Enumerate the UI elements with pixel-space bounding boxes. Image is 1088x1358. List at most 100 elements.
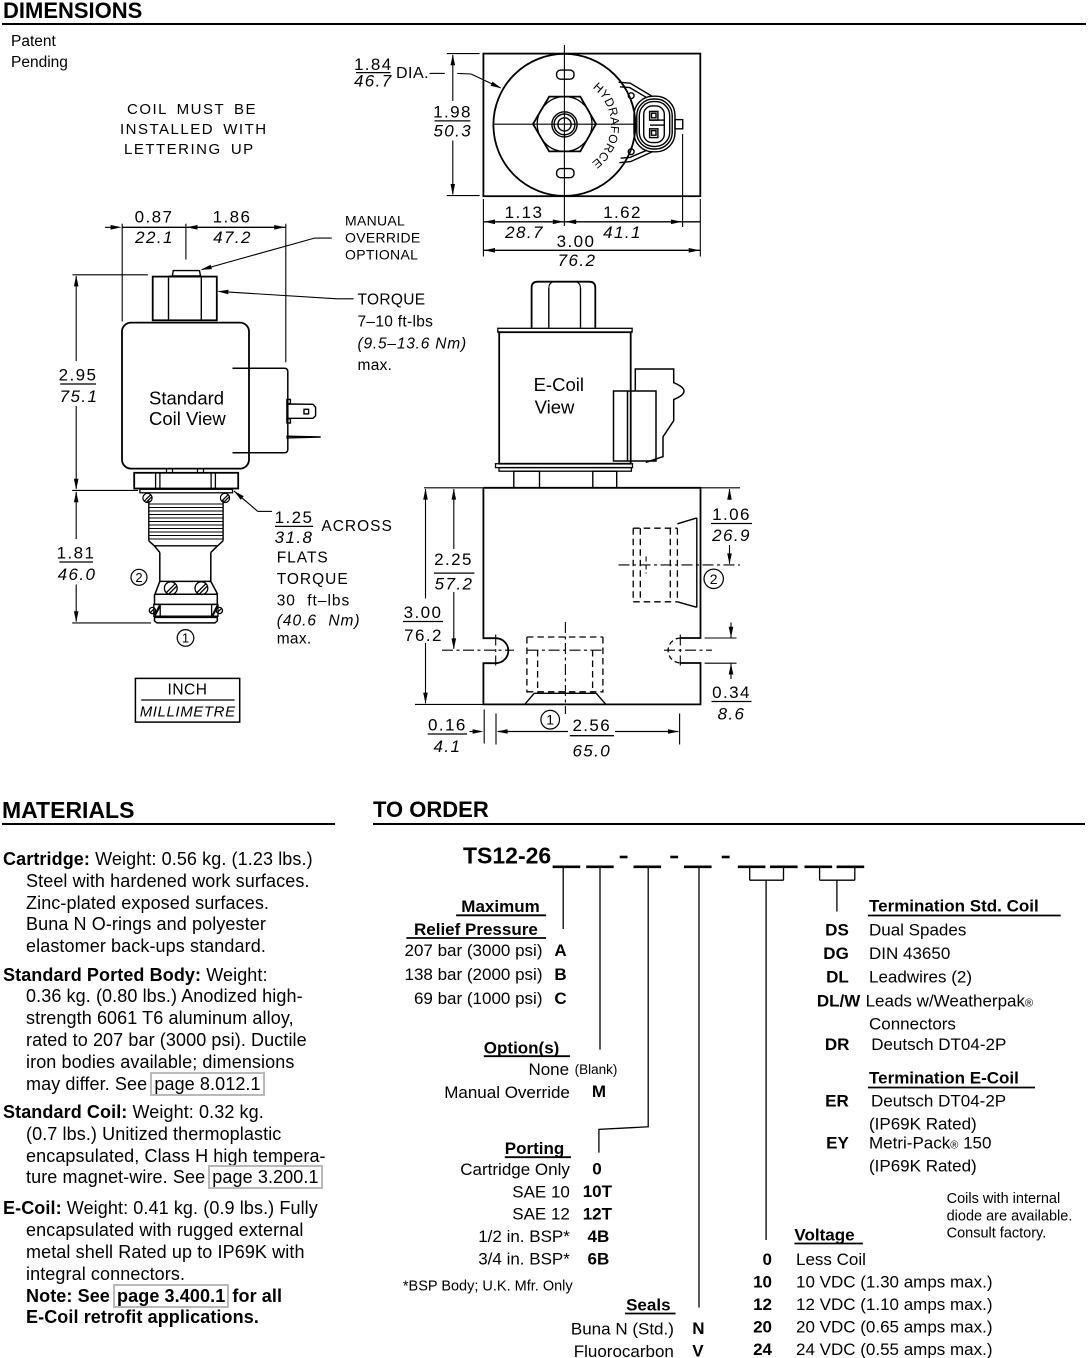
svg-text:57.2: 57.2	[435, 575, 474, 594]
svg-text:1.86: 1.86	[213, 207, 252, 226]
svg-text:1.98: 1.98	[433, 103, 472, 122]
svg-text:69 bar (1000 psi): 69 bar (1000 psi)	[414, 989, 543, 1008]
svg-text:INSTALLED WITH: INSTALLED WITH	[120, 121, 268, 138]
svg-text:Connectors: Connectors	[869, 1015, 956, 1034]
svg-text:4B: 4B	[588, 1227, 610, 1246]
svg-text:12 VDC (1.10 amps max.): 12 VDC (1.10 amps max.)	[796, 1295, 993, 1314]
svg-text:1/2 in. BSP*: 1/2 in. BSP*	[478, 1227, 570, 1246]
svg-text:22.1: 22.1	[134, 228, 174, 247]
svg-text:207 bar (3000 psi): 207 bar (3000 psi)	[405, 941, 543, 960]
svg-text:MANUAL: MANUAL	[345, 213, 405, 229]
svg-text:diode are available.: diode are available.	[947, 1209, 1073, 1225]
svg-text:8.6: 8.6	[718, 705, 746, 724]
svg-text:3.00: 3.00	[557, 232, 596, 251]
svg-text:Leadwires (2): Leadwires (2)	[869, 968, 972, 987]
svg-text:DR: DR	[825, 1035, 850, 1054]
svg-text:E-Coil: E-Coil	[534, 374, 584, 395]
svg-text:10: 10	[753, 1273, 772, 1292]
svg-text:ACROSS: ACROSS	[321, 518, 392, 535]
svg-text:1.62: 1.62	[603, 203, 642, 222]
svg-text:Deutsch DT04-2P: Deutsch DT04-2P	[871, 1092, 1006, 1111]
svg-text:10 VDC (1.30 amps max.): 10 VDC (1.30 amps max.)	[796, 1273, 993, 1292]
svg-text:30 ft–lbs: 30 ft–lbs	[277, 593, 351, 610]
svg-text:MILLIMETRE: MILLIMETRE	[140, 704, 236, 721]
svg-text:Fluorocarbon: Fluorocarbon	[574, 1342, 674, 1358]
svg-text:2: 2	[135, 570, 142, 585]
svg-text:4.1: 4.1	[433, 737, 461, 756]
svg-text:OPTIONAL: OPTIONAL	[345, 247, 418, 263]
svg-text:3.00: 3.00	[404, 603, 443, 622]
svg-text:DL/W: DL/W	[817, 991, 861, 1010]
svg-text:28.7: 28.7	[504, 223, 544, 242]
svg-text:0: 0	[592, 1160, 601, 1179]
svg-text:76.2: 76.2	[404, 626, 443, 645]
svg-text:1.13: 1.13	[505, 203, 544, 222]
svg-text:Dual Spades: Dual Spades	[869, 921, 966, 940]
svg-text:SAE 12: SAE 12	[512, 1205, 570, 1224]
svg-text:FLATS: FLATS	[277, 550, 329, 567]
svg-text:B: B	[554, 965, 566, 984]
svg-text:6B: 6B	[588, 1250, 610, 1269]
svg-text:47.2: 47.2	[213, 228, 252, 247]
svg-text:Less Coil: Less Coil	[796, 1250, 866, 1269]
svg-text:DG: DG	[823, 944, 849, 963]
svg-text:75.1: 75.1	[60, 387, 99, 406]
svg-text:DIN 43650: DIN 43650	[869, 944, 950, 963]
svg-text:LETTERING UP: LETTERING UP	[124, 141, 255, 158]
svg-text:24: 24	[753, 1340, 772, 1358]
svg-text:31.8: 31.8	[275, 528, 314, 547]
svg-text:41.1: 41.1	[603, 223, 642, 242]
svg-text:(Blank): (Blank)	[575, 1062, 618, 1077]
svg-text:OVERRIDE: OVERRIDE	[345, 230, 421, 246]
svg-text:A: A	[554, 941, 566, 960]
svg-text:Relief Pressure: Relief Pressure	[414, 920, 538, 939]
svg-text:2.25: 2.25	[434, 550, 473, 569]
svg-text:DS: DS	[825, 921, 849, 940]
svg-text:0.87: 0.87	[135, 207, 174, 226]
svg-text:(40.6 Nm): (40.6 Nm)	[277, 613, 361, 630]
svg-text:Standard: Standard	[149, 388, 224, 409]
svg-text:Consult factory.: Consult factory.	[947, 1225, 1047, 1241]
svg-text:24 VDC (0.55 amps max.): 24 VDC (0.55 amps max.)	[796, 1340, 993, 1358]
svg-text:20 VDC (0.65 amps max.): 20 VDC (0.65 amps max.)	[796, 1318, 993, 1337]
svg-text:Buna N (Std.): Buna N (Std.)	[571, 1320, 674, 1339]
svg-text:EY: EY	[826, 1133, 849, 1152]
svg-text:INCH: INCH	[168, 682, 208, 699]
svg-text:65.0: 65.0	[572, 742, 611, 761]
svg-text:138 bar (2000 psi): 138 bar (2000 psi)	[405, 965, 543, 984]
svg-text:(9.5–13.6 Nm): (9.5–13.6 Nm)	[358, 336, 467, 353]
svg-text:20: 20	[753, 1318, 772, 1337]
svg-text:Option(s): Option(s)	[484, 1038, 560, 1057]
svg-text:Porting: Porting	[505, 1139, 565, 1158]
svg-text:12T: 12T	[583, 1205, 613, 1224]
svg-text:Termination Std. Coil: Termination Std. Coil	[869, 897, 1039, 916]
svg-text:(IP69K Rated): (IP69K Rated)	[869, 1115, 977, 1134]
svg-text:0: 0	[763, 1250, 772, 1269]
svg-text:7–10 ft-lbs: 7–10 ft-lbs	[358, 314, 434, 331]
svg-text:1: 1	[546, 712, 554, 728]
svg-text:M: M	[592, 1082, 606, 1101]
svg-text:TORQUE: TORQUE	[277, 571, 349, 588]
svg-text:TS12-26: TS12-26	[463, 843, 551, 869]
svg-text:Termination E-Coil: Termination E-Coil	[869, 1069, 1019, 1088]
svg-text:COIL MUST BE: COIL MUST BE	[127, 101, 257, 118]
svg-text:*BSP Body; U.K. Mfr. Only: *BSP Body; U.K. Mfr. Only	[403, 1279, 574, 1295]
svg-text:max.: max.	[358, 357, 393, 374]
svg-text:2.95: 2.95	[59, 366, 98, 385]
svg-text:Maximum: Maximum	[461, 897, 539, 916]
svg-text:Cartridge Only: Cartridge Only	[460, 1160, 570, 1179]
svg-text:76.2: 76.2	[558, 251, 597, 270]
svg-text:50.3: 50.3	[433, 122, 472, 141]
svg-text:max.: max.	[277, 631, 312, 648]
svg-text:3/4 in. BSP*: 3/4 in. BSP*	[478, 1250, 570, 1269]
svg-text:C: C	[554, 989, 566, 1008]
svg-text:TORQUE: TORQUE	[358, 292, 426, 309]
svg-text:Manual Override: Manual Override	[444, 1083, 570, 1102]
svg-text:N: N	[692, 1319, 704, 1338]
svg-text:1.84: 1.84	[354, 55, 393, 74]
svg-text:46.7: 46.7	[354, 72, 393, 91]
svg-text:None: None	[528, 1060, 569, 1079]
svg-text:Deutsch DT04-2P: Deutsch DT04-2P	[871, 1035, 1006, 1054]
svg-text:Coil View: Coil View	[149, 408, 226, 429]
svg-text:Seals: Seals	[626, 1296, 670, 1315]
